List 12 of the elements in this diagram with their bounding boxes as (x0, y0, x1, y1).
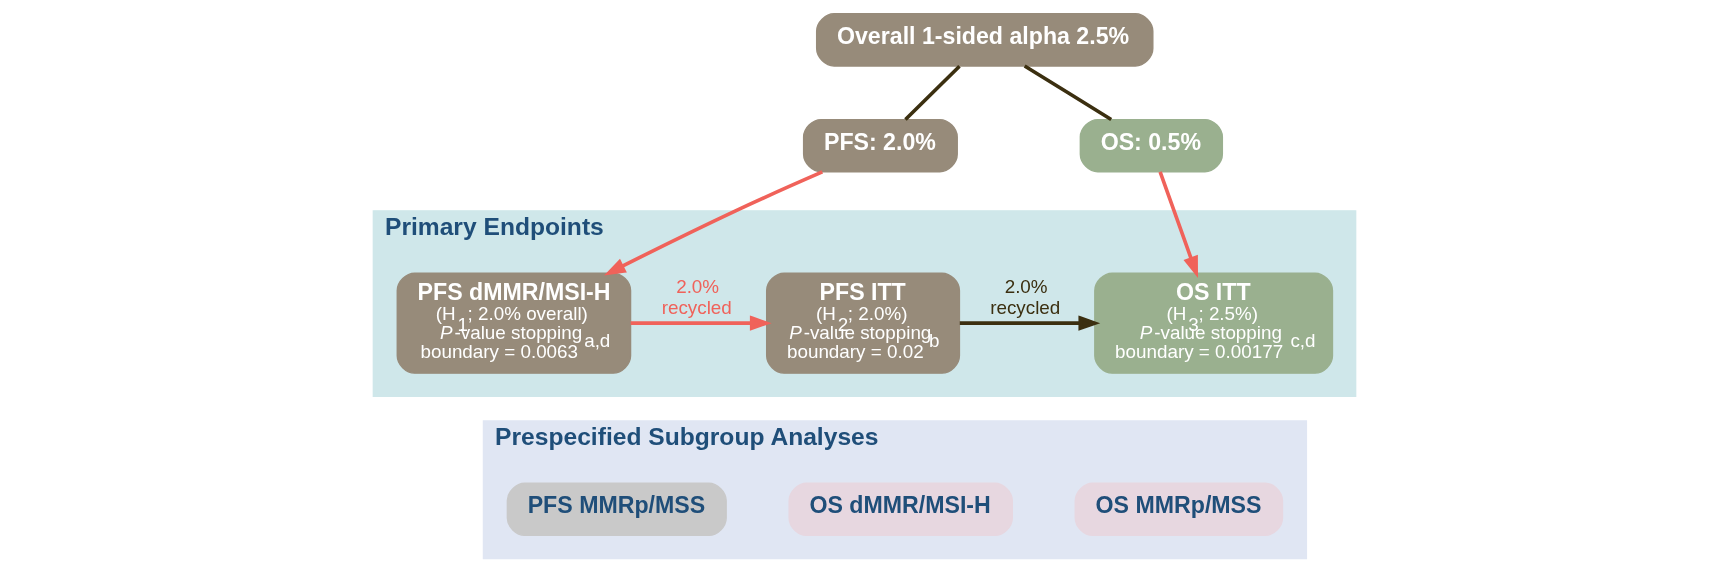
node-box: PFS MMRp/MSS (506, 482, 727, 537)
arrow (959, 315, 1101, 331)
arrow (603, 170, 824, 276)
node-box: OS: 0.5% (1079, 118, 1224, 173)
node-box: Overall 1-sided alpha 2.5% (815, 13, 1154, 67)
arrow (1158, 171, 1198, 278)
edge-label: 2.0% recycled (990, 276, 1061, 318)
node-box: PFS: 2.0% (802, 118, 958, 173)
connector (904, 65, 961, 121)
arrow (630, 315, 772, 331)
edge-label: 2.0% recycled (661, 276, 732, 318)
connector (1023, 64, 1113, 121)
